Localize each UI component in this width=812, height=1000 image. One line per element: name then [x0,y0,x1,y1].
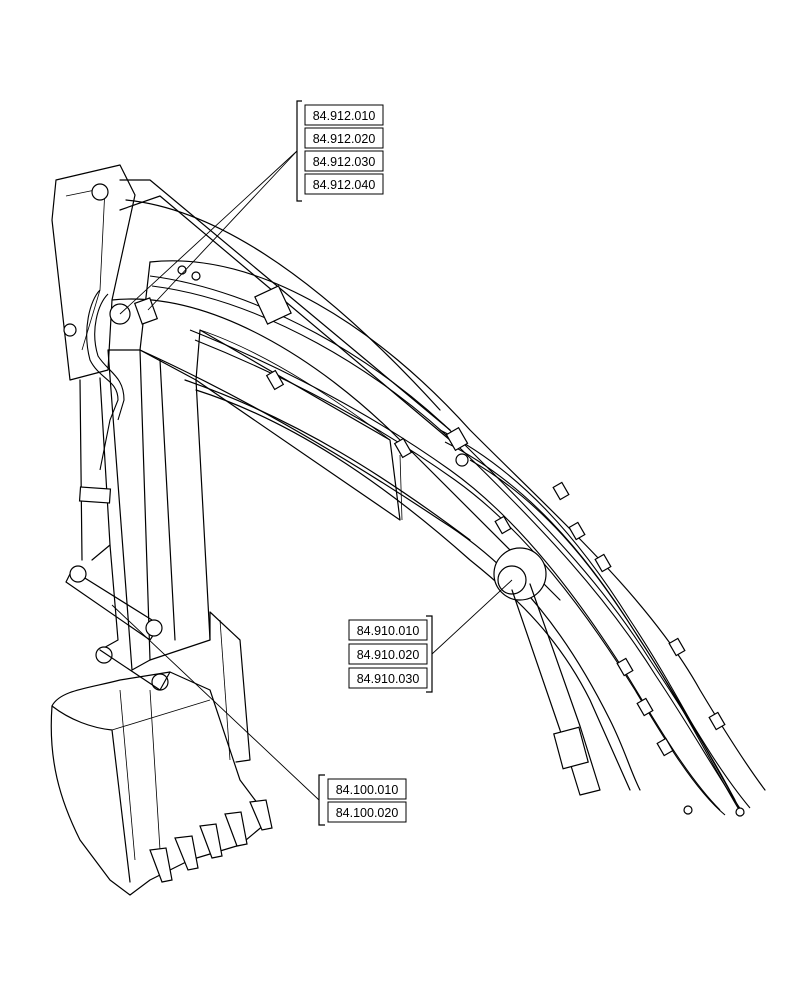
callout-ref[interactable]: 84.100.010 [327,778,407,800]
boom-cylinder [511,583,601,796]
callout-ref[interactable]: 84.910.010 [348,619,428,641]
callout-ref[interactable]: 84.912.020 [304,127,384,149]
callout-ref-label: 84.912.030 [313,155,376,169]
callout-group-bottom: 84.100.010 84.100.020 [111,604,407,826]
callout-ref-label: 84.912.040 [313,178,376,192]
bucket-teeth [149,799,273,883]
callout-ref[interactable]: 84.910.020 [348,643,428,665]
hose-bundle [86,265,751,817]
callout-ref[interactable]: 84.910.030 [348,667,428,689]
callout-ref[interactable]: 84.100.020 [327,801,407,823]
callout-ref-label: 84.100.010 [336,783,399,797]
callout-ref-label: 84.100.020 [336,806,399,820]
bucket [50,671,273,896]
callout-group-mid: 84.910.010 84.910.020 84.910.030 [348,579,513,693]
callout-ref-label: 84.912.010 [313,109,376,123]
callout-ref[interactable]: 84.912.040 [304,173,384,195]
pivot-pins [63,183,547,601]
callout-group-top: 84.912.010 84.912.020 84.912.030 84.912.… [119,100,384,315]
callout-ref-label: 84.910.020 [357,648,420,662]
callout-ref-label: 84.912.020 [313,132,376,146]
callout-ref[interactable]: 84.912.030 [304,150,384,172]
bucket-linkage [65,377,171,691]
callout-ref-label: 84.910.010 [357,624,420,638]
callout-ref-label: 84.910.030 [357,672,420,686]
stick [51,164,451,763]
callout-ref[interactable]: 84.912.010 [304,104,384,126]
